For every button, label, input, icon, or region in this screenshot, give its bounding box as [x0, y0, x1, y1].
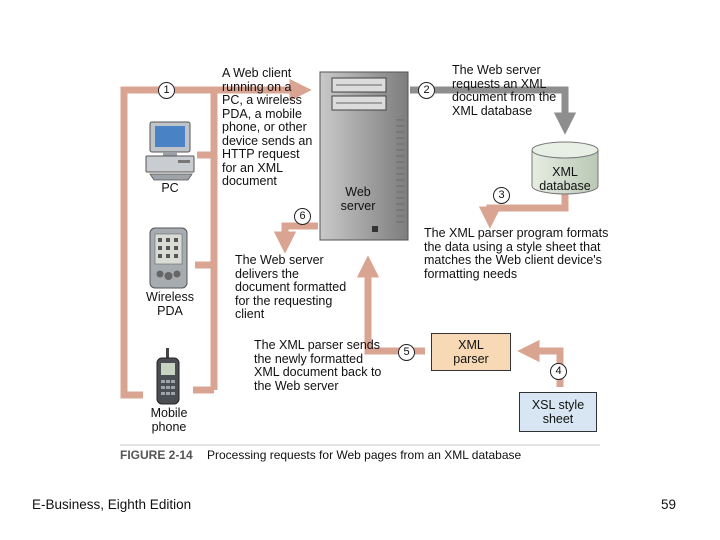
step-3-description: The XML parser program formats the data …: [424, 226, 609, 281]
xsl-style-sheet-box: XSL style sheet: [519, 392, 597, 432]
step-5-description: The XML parser sends the newly formatted…: [254, 338, 382, 393]
xml-database-label: XML database: [539, 165, 591, 193]
pc-icon: [145, 121, 195, 181]
step-1-description: A Web client running on a PC, a wireless…: [222, 66, 313, 188]
step-1-marker: 1: [158, 82, 175, 99]
step-2-marker: 2: [418, 82, 435, 99]
footer-page-number: 59: [661, 497, 677, 512]
pda-icon: [149, 227, 188, 289]
step-3-marker: 3: [493, 187, 510, 204]
xml-parser-box: XML parser: [431, 333, 511, 371]
web-server-tower: [319, 71, 409, 241]
web-server-label: Web server: [340, 185, 376, 213]
figure-number: FIGURE 2-14: [120, 448, 193, 462]
database-to-formatting-arrow: [478, 192, 569, 229]
xml-database-cylinder: [531, 141, 599, 195]
mobile-phone-label: Mobile phone: [150, 406, 188, 434]
step-5-marker: 5: [398, 344, 415, 361]
figure-caption: Processing requests for Web pages from a…: [207, 448, 522, 462]
step-6-marker: 6: [294, 208, 311, 225]
step-6-description: The Web server delivers the document for…: [235, 253, 347, 321]
step-2-description: The Web server requests an XML document …: [452, 63, 557, 118]
footer-book-title: E-Business, Eighth Edition: [32, 497, 192, 512]
pc-label: PC: [161, 181, 179, 195]
pda-label: Wireless PDA: [146, 290, 194, 318]
step-4-marker: 4: [550, 363, 567, 380]
server-to-database-arrow: [410, 86, 577, 135]
mobile-phone-icon: [156, 348, 180, 405]
server-delivers-arrow: [273, 222, 318, 254]
